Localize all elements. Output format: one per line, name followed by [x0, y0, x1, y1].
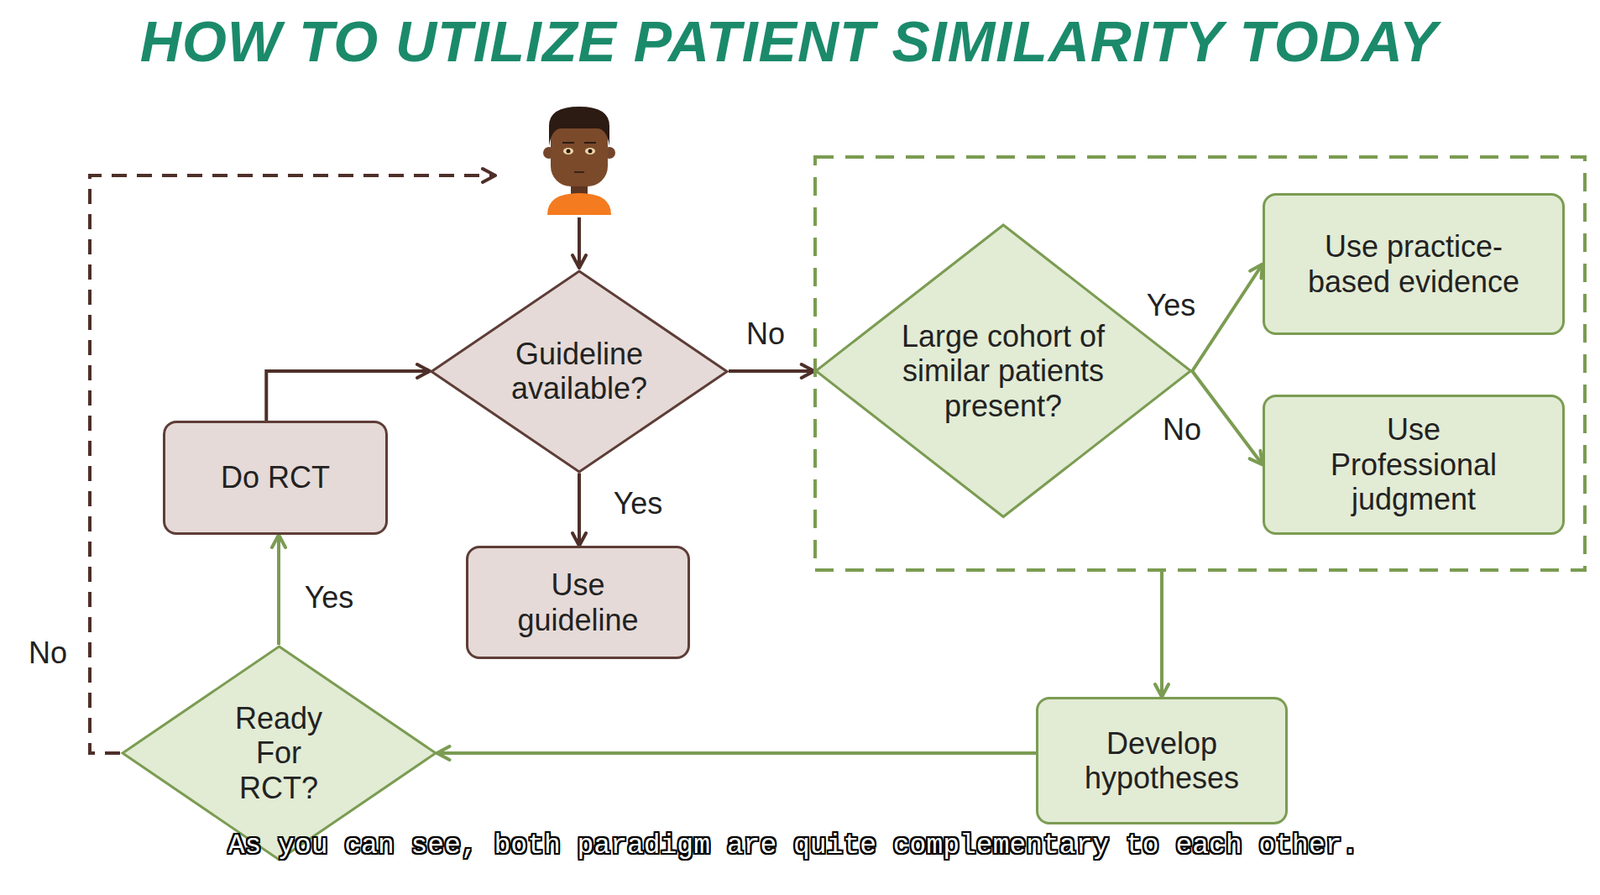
edge-label: Yes: [1143, 287, 1200, 323]
connector-arrow: [728, 369, 815, 373]
person-icon: [543, 106, 616, 215]
person-brows: [562, 141, 597, 144]
edge-label: Yes: [610, 486, 667, 521]
node-text: Do RCT: [220, 460, 330, 495]
connector-arrow: [266, 371, 430, 421]
person-pupil: [566, 149, 571, 154]
title-area: HOW TO UTILIZE PATIENT SIMILARITY TODAY: [0, 10, 1579, 74]
decision-diamond: Guideline available?: [429, 269, 729, 474]
node-text: Use practice-based evidence: [1300, 229, 1527, 299]
node-text: Develop hypotheses: [1061, 726, 1263, 796]
edge-label: No: [742, 316, 789, 351]
person-shirt: [547, 193, 612, 215]
node-text: Guideline available?: [495, 336, 664, 407]
decision-diamond: Large cohort of similar patients present…: [814, 223, 1193, 519]
process-box: Use practice-based evidence: [1262, 193, 1565, 335]
caption: As you can see, both paradigm are quite …: [228, 829, 1360, 863]
person-pupil: [588, 149, 593, 154]
node-text: Ready For RCT?: [228, 700, 330, 806]
label-anchor: Yes: [610, 486, 667, 521]
label-anchor: Yes: [301, 580, 358, 615]
diamond-shape: [815, 224, 1191, 518]
edge-label: No: [1159, 412, 1205, 447]
process-box: Do RCT: [162, 420, 388, 535]
process-box: Use guideline: [465, 545, 691, 659]
person-eye: [585, 147, 596, 155]
diamond-shape: [122, 646, 436, 860]
person-eye: [563, 147, 574, 155]
connector-arrow: [577, 473, 581, 547]
region-dashes: [815, 156, 1585, 570]
connector-arrow: [437, 751, 1037, 755]
process-box: Use Professional judgment: [1262, 394, 1565, 535]
decision-diamond: Ready For RCT?: [120, 644, 438, 862]
caption-area: As you can see, both paradigm are quite …: [0, 829, 1587, 863]
process-box: Develop hypotheses: [1035, 696, 1288, 825]
group-region: Large cohort of similar patients present…: [813, 155, 1587, 572]
edge-label: Yes: [301, 580, 358, 615]
connector-arrow: [1160, 571, 1164, 697]
label-anchor: Yes: [1143, 287, 1200, 323]
title: HOW TO UTILIZE PATIENT SIMILARITY TODAY: [140, 10, 1438, 74]
diamond-shape: [431, 271, 727, 472]
node-text: Large cohort of similar patients present…: [898, 318, 1109, 424]
connector-arrow: [277, 534, 281, 645]
node-text: Use Professional judgment: [1300, 412, 1527, 517]
connector-arrow: [1192, 264, 1263, 372]
person-hair: [549, 106, 610, 147]
label-anchor: No: [742, 316, 789, 351]
node-text: Use guideline: [502, 567, 654, 638]
branch-label: No: [25, 635, 71, 670]
label-anchor: No: [1159, 412, 1205, 447]
start-arrow: [577, 217, 581, 268]
label-anchor: No: [25, 635, 71, 670]
person-mouth: [574, 171, 585, 173]
